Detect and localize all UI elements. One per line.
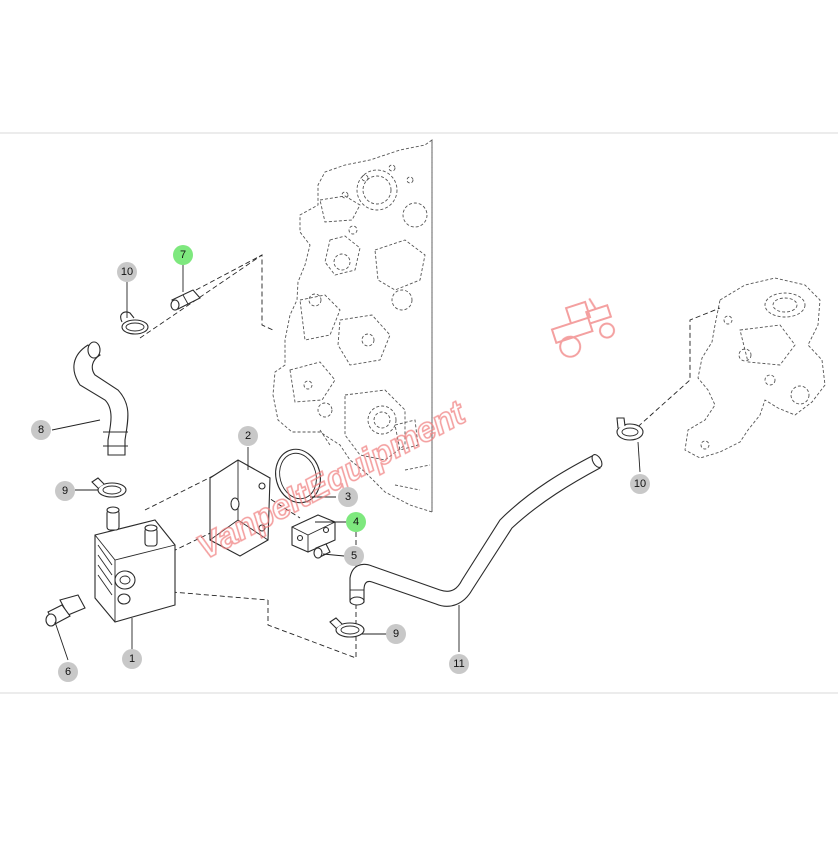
- callout-bubble: [117, 262, 137, 282]
- callout-label: 5: [351, 550, 357, 562]
- pump-housing: [684, 277, 826, 459]
- callout-label: 4: [353, 516, 359, 528]
- callout-10-right[interactable]: 10: [630, 474, 650, 494]
- callout-11[interactable]: 11: [449, 654, 469, 674]
- callout-6[interactable]: 6: [58, 662, 78, 682]
- coolant-hose-upper: [73, 341, 129, 456]
- callout-bubble: [55, 481, 75, 501]
- callout-label: 10: [634, 478, 646, 490]
- callout-3[interactable]: 3: [338, 487, 358, 507]
- callout-label: 9: [62, 485, 68, 497]
- callout-bubble: [344, 546, 364, 566]
- callout-label: 10: [121, 266, 133, 278]
- callout-bubble: [449, 654, 469, 674]
- callout-bubble: [238, 426, 258, 446]
- hose-clamp-lower: [329, 617, 365, 638]
- callout-label: 7: [180, 249, 186, 261]
- callout-bubble-highlight: [346, 512, 366, 532]
- callout-1[interactable]: 1: [122, 649, 142, 669]
- leader-lines: [51, 265, 641, 661]
- callout-label: 3: [345, 491, 351, 503]
- hose-clamp-right: [616, 417, 644, 441]
- callout-5[interactable]: 5: [344, 546, 364, 566]
- callout-10-upper[interactable]: 10: [117, 262, 137, 282]
- engine-block: [272, 139, 433, 513]
- mounting-bracket: [291, 514, 336, 553]
- callout-bubble: [630, 474, 650, 494]
- coolant-hose-lower: [349, 454, 603, 607]
- callout-9-lower[interactable]: 9: [386, 624, 406, 644]
- callout-label: 9: [393, 628, 399, 640]
- callout-bubble: [122, 649, 142, 669]
- callout-label: 8: [38, 424, 44, 436]
- callout-bubble: [386, 624, 406, 644]
- callout-2[interactable]: 2: [238, 426, 258, 446]
- hose-clamp-left: [91, 477, 127, 498]
- callout-bubble: [58, 662, 78, 682]
- oil-cooler: [94, 506, 176, 623]
- temperature-sender: [45, 594, 86, 627]
- cover-plate: [209, 459, 271, 557]
- callout-label: 1: [129, 653, 135, 665]
- callout-4[interactable]: 4: [346, 512, 366, 532]
- callout-label: 6: [65, 666, 71, 678]
- callout-bubble-highlight: [173, 245, 193, 265]
- callout-bubble: [31, 420, 51, 440]
- callout-8[interactable]: 8: [31, 420, 51, 440]
- bolt: [313, 543, 331, 559]
- callout-label: 11: [453, 658, 464, 670]
- hose-clamp-upper: [120, 311, 149, 335]
- callout-bubble: [338, 487, 358, 507]
- hose-fitting: [170, 289, 201, 311]
- callout-9-left[interactable]: 9: [55, 481, 75, 501]
- o-ring: [275, 448, 321, 504]
- callout-7[interactable]: 7: [173, 245, 193, 265]
- tractor-icon: [550, 297, 615, 358]
- callout-label: 2: [245, 430, 251, 442]
